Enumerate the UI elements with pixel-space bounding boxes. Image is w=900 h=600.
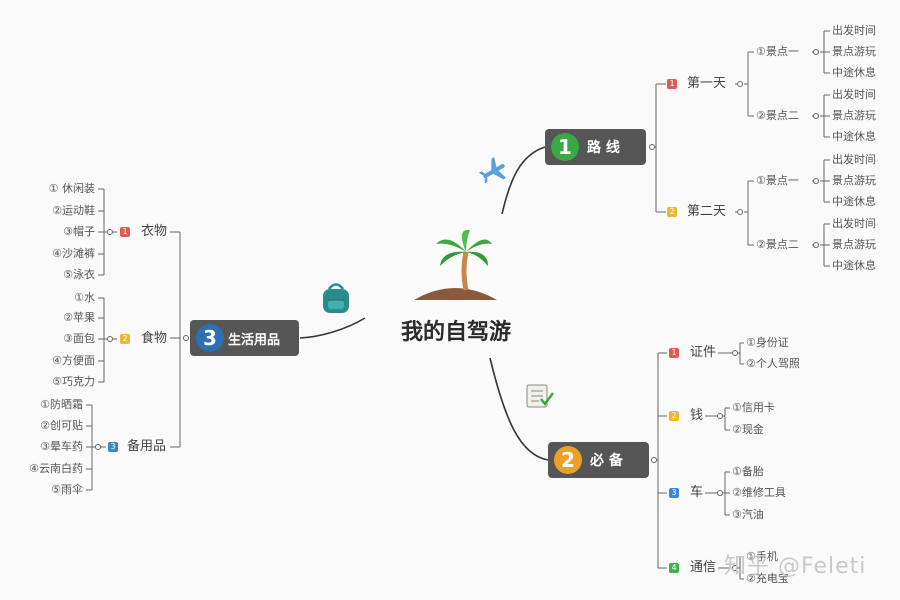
day1-spot2-item[interactable]: 中途休息 <box>832 130 876 143</box>
money-item[interactable]: ①信用卡 <box>732 401 775 414</box>
day2-spot1-item[interactable]: 出发时间 <box>832 153 876 166</box>
day2-spot1-item[interactable]: 景点游玩 <box>832 174 876 187</box>
food-item[interactable]: ②苹果 <box>63 311 95 324</box>
day2-priority-badge: 2 <box>667 207 677 217</box>
day1-spot1-item[interactable]: 景点游玩 <box>832 45 876 58</box>
day1-spot1-label[interactable]: ①景点一 <box>756 45 799 58</box>
day2-spot1-item[interactable]: 中途休息 <box>832 195 876 208</box>
cert-item[interactable]: ②个人驾照 <box>746 357 800 370</box>
clothes-item[interactable]: ⑤泳衣 <box>63 268 95 281</box>
palm-tree-icon <box>414 229 497 300</box>
food-label[interactable]: 食物 <box>141 331 168 346</box>
car-item[interactable]: ②维修工具 <box>732 486 786 499</box>
cert-label[interactable]: 证件 <box>690 345 717 360</box>
comm-label[interactable]: 通信 <box>690 560 717 575</box>
branch-route-node[interactable]: 1 路 线 <box>545 129 646 165</box>
spare-item[interactable]: ④云南白药 <box>29 462 83 475</box>
day2-label[interactable]: 第二天 <box>687 204 727 219</box>
clothes-item[interactable]: ① 休闲装 <box>48 182 95 195</box>
food-item[interactable]: ④方便面 <box>52 354 95 367</box>
food-priority-badge: 2 <box>120 334 130 344</box>
watermark: 知乎 @Feleti <box>724 554 867 579</box>
car-item[interactable]: ①备胎 <box>732 465 764 478</box>
day1-priority-badge: 1 <box>667 79 677 89</box>
clothes-item[interactable]: ②运动鞋 <box>52 204 95 217</box>
cert-item[interactable]: ①身份证 <box>746 336 789 349</box>
clothes-item[interactable]: ③帽子 <box>63 225 95 238</box>
day1-spot2-item[interactable]: 出发时间 <box>832 88 876 101</box>
backpack-icon <box>323 283 349 313</box>
spare-label[interactable]: 备用品 <box>127 439 167 454</box>
day2-spot2-item[interactable]: 中途休息 <box>832 259 876 272</box>
day2-spot2-item[interactable]: 出发时间 <box>832 217 876 230</box>
branch-must-node[interactable]: 2 必 备 <box>548 442 649 478</box>
day1-spot1-item[interactable]: 中途休息 <box>832 66 876 79</box>
day2-spot2-label[interactable]: ②景点二 <box>756 238 799 251</box>
spare-item[interactable]: ⑤雨伞 <box>51 483 83 496</box>
route-label: 路 线 <box>587 140 620 156</box>
must-label: 必 备 <box>590 453 623 469</box>
day1-spot2-item[interactable]: 景点游玩 <box>832 109 876 122</box>
branch-daily-node[interactable]: 3 生活用品 <box>190 320 299 356</box>
comm-item[interactable]: ①手机 <box>746 550 778 563</box>
money-label[interactable]: 钱 <box>690 408 704 423</box>
spare-priority-badge: 3 <box>108 442 118 452</box>
clothes-item[interactable]: ④沙滩裤 <box>52 247 95 260</box>
daily-number-icon: 3 <box>196 324 224 352</box>
airplane-icon <box>478 157 507 184</box>
route-number-icon: 1 <box>551 133 579 161</box>
car-priority-badge: 3 <box>669 488 679 498</box>
spare-item[interactable]: ②创可贴 <box>40 419 83 432</box>
cert-priority-badge: 1 <box>669 348 679 358</box>
clothes-priority-badge: 1 <box>120 227 130 237</box>
food-item[interactable]: ③面包 <box>63 332 95 345</box>
money-item[interactable]: ②现金 <box>732 423 764 436</box>
clothes-label[interactable]: 衣物 <box>141 224 168 239</box>
spare-item[interactable]: ①防晒霜 <box>40 398 83 411</box>
central-topic[interactable]: 我的自驾游 <box>400 320 511 345</box>
food-item[interactable]: ①水 <box>74 291 95 304</box>
car-item[interactable]: ③汽油 <box>732 508 764 521</box>
comm-item[interactable]: ②充电宝 <box>746 572 789 585</box>
daily-label: 生活用品 <box>228 332 281 348</box>
car-label[interactable]: 车 <box>690 485 704 500</box>
day2-spot1-label[interactable]: ①景点一 <box>756 174 799 187</box>
day1-label[interactable]: 第一天 <box>687 76 727 91</box>
day1-spot1-item[interactable]: 出发时间 <box>832 24 876 37</box>
checklist-icon <box>526 384 555 408</box>
food-item[interactable]: ⑤巧克力 <box>52 375 95 388</box>
must-number-icon: 2 <box>554 446 582 474</box>
money-priority-badge: 2 <box>669 411 679 421</box>
day1-spot2-label[interactable]: ②景点二 <box>756 109 799 122</box>
comm-priority-badge: 4 <box>669 563 679 573</box>
spare-item[interactable]: ③晕车药 <box>40 440 83 453</box>
day2-spot2-item[interactable]: 景点游玩 <box>832 238 876 251</box>
